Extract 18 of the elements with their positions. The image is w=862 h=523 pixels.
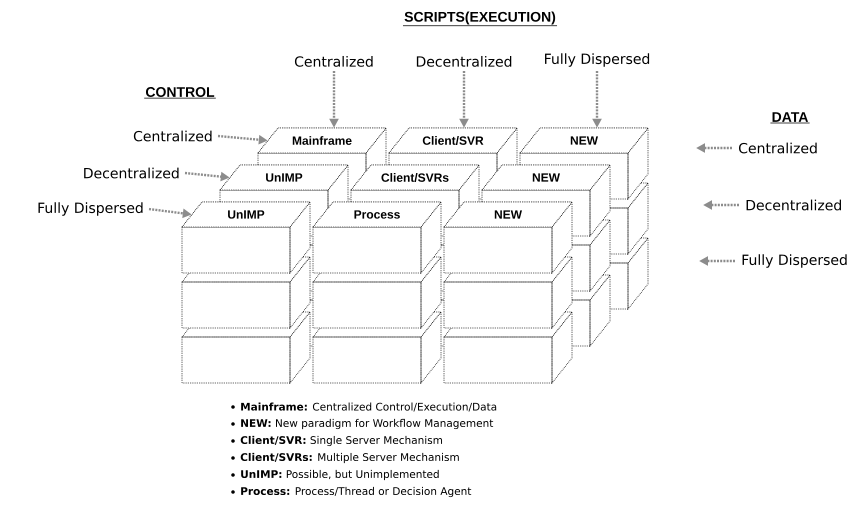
bullet-item: Process: Process/Thread or Decision Agent bbox=[231, 486, 472, 498]
bullet-item: UnIMP: Possible, but Unimplemented bbox=[231, 470, 439, 480]
axis-value-label: Centralized bbox=[739, 142, 817, 154]
heading: DATA bbox=[770, 112, 810, 124]
bullet-item: NEW: New paradigm for Workflow Management bbox=[231, 418, 494, 430]
heading: CONTROL bbox=[144, 87, 216, 99]
axis-value-label: Centralized bbox=[294, 56, 373, 67]
axis-value-label: Fully Dispersed bbox=[742, 254, 847, 268]
axis-value-label: Fully Dispersed bbox=[545, 53, 650, 67]
bullet-item: Mainframe: Centralized Control/Execution/Data bbox=[231, 402, 496, 412]
axis-value-label: Decentralized bbox=[416, 56, 512, 67]
axis-value-label: Decentralized bbox=[84, 168, 179, 178]
axis-value-label: Decentralized bbox=[746, 200, 841, 210]
bullet-item: Client/SVR: Single Server Mechanism bbox=[231, 436, 442, 446]
axis-value-label: Centralized bbox=[134, 130, 212, 142]
heading: SCRIPTS(EXECUTION) bbox=[402, 11, 558, 26]
axis-value-label: Fully Dispersed bbox=[38, 202, 143, 216]
bullet-item: Client/SVRs: Multiple Server Mechanism bbox=[231, 452, 459, 464]
